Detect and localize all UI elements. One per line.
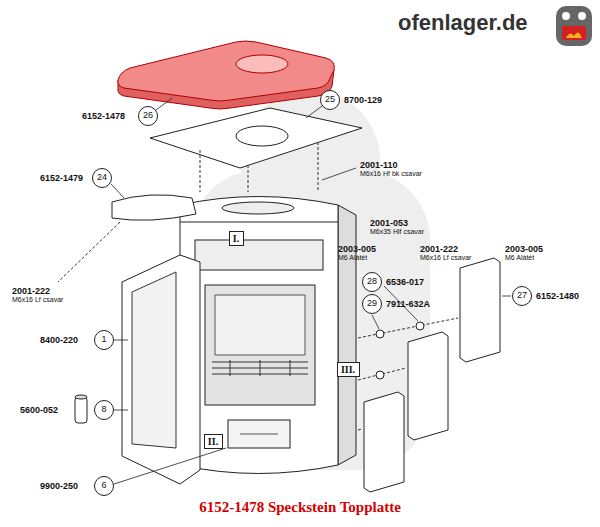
leader-line bbox=[114, 340, 128, 341]
cover-plate-hole bbox=[236, 126, 288, 146]
callout-circle: 25 bbox=[320, 90, 340, 110]
view-marker: II. bbox=[208, 436, 218, 447]
logo-flame bbox=[566, 32, 582, 38]
ash-drawer bbox=[228, 420, 290, 448]
door bbox=[122, 255, 200, 484]
part-number: 2003-005 bbox=[338, 244, 376, 254]
callout-circle: 29 bbox=[362, 294, 382, 314]
leader-line bbox=[306, 106, 322, 118]
screw-axis bbox=[358, 368, 406, 380]
screw-axis bbox=[248, 165, 249, 192]
soapstone-slab bbox=[364, 392, 404, 492]
callout-number: 8 bbox=[101, 405, 106, 415]
stove-body bbox=[180, 197, 338, 474]
view-marker-box: II. bbox=[204, 434, 223, 449]
caption: 6152-1478 Speckstein Topplatte bbox=[0, 499, 600, 516]
door-handle-top bbox=[75, 395, 87, 399]
part-number: 6152-1479 bbox=[40, 173, 83, 183]
part-number: 5600-052 bbox=[20, 405, 58, 415]
leader-line bbox=[114, 448, 226, 484]
callout-number: 24 bbox=[97, 173, 107, 183]
part-number: 8700-129 bbox=[344, 95, 382, 105]
callout-circle: 1 bbox=[94, 330, 114, 350]
callout-circle: 28 bbox=[362, 272, 382, 292]
part-number: 6152-1478 bbox=[82, 111, 125, 121]
part-description: M6x16 Hf bk csavar bbox=[360, 170, 422, 177]
part-number: 7911-632A bbox=[386, 299, 430, 309]
view-marker: I. bbox=[233, 233, 239, 244]
door-glass bbox=[132, 272, 176, 448]
screw-axis bbox=[318, 142, 319, 192]
part-number: 2001-222 bbox=[12, 286, 50, 296]
part-number: 9900-250 bbox=[40, 481, 78, 491]
part-number: 2001-222 bbox=[420, 244, 458, 254]
part-description: M6x35 Hlf csavar bbox=[370, 228, 424, 235]
callout-number: 27 bbox=[517, 291, 527, 301]
callout-number: 28 bbox=[367, 277, 377, 287]
washer bbox=[416, 322, 424, 330]
part-description: M6x16 Lf csavar bbox=[12, 296, 63, 303]
callout-number: 26 bbox=[143, 111, 153, 121]
callout-circle: 6 bbox=[94, 476, 114, 496]
part-number: 2003-005 bbox=[505, 244, 543, 254]
drawer-handle bbox=[240, 434, 278, 435]
view-marker-box: III. bbox=[337, 362, 360, 377]
callout-number: 29 bbox=[367, 299, 377, 309]
upper-compartment bbox=[195, 240, 323, 270]
soapstone-slab bbox=[408, 332, 448, 440]
callout-number: 6 bbox=[101, 481, 106, 491]
grate bbox=[212, 360, 308, 376]
firebox bbox=[205, 285, 315, 405]
leader-line bbox=[502, 296, 511, 297]
part-number: 2001-053 bbox=[370, 218, 408, 228]
screw-axis bbox=[358, 429, 362, 430]
leader-line bbox=[111, 184, 124, 198]
logo-eye bbox=[578, 12, 586, 20]
part-description: M6 Alátét bbox=[505, 254, 534, 261]
part-number: 6536-017 bbox=[386, 277, 424, 287]
part-description: M6 Alátét bbox=[338, 254, 367, 261]
soapstone-slab bbox=[460, 258, 500, 362]
top-plate bbox=[118, 41, 334, 101]
cover-plate bbox=[150, 108, 362, 168]
callout-circle: 8 bbox=[94, 400, 114, 420]
washer bbox=[376, 330, 384, 338]
callout-circle: 24 bbox=[92, 168, 112, 188]
part-number: 6152-1480 bbox=[536, 291, 579, 301]
part-number: 8400-220 bbox=[40, 335, 78, 345]
body-line bbox=[180, 222, 338, 223]
screw-axis bbox=[358, 318, 458, 338]
leader-line bbox=[114, 410, 128, 411]
logo-icon bbox=[556, 6, 592, 46]
screw-axis bbox=[200, 150, 201, 192]
washer bbox=[376, 371, 384, 379]
logo-text: ofenlager.de bbox=[398, 10, 528, 36]
firebox-back bbox=[215, 295, 305, 355]
part-description: M6x16 Lf csavar bbox=[420, 254, 471, 261]
flue-opening bbox=[222, 202, 294, 214]
callout-number: 25 bbox=[325, 95, 335, 105]
part-number: 2001-110 bbox=[360, 160, 398, 170]
view-marker: III. bbox=[341, 364, 355, 375]
callout-circle: 26 bbox=[138, 106, 158, 126]
side-shelf bbox=[112, 195, 196, 220]
leader-line bbox=[322, 168, 356, 180]
callout-circle: 27 bbox=[512, 286, 532, 306]
door-handle bbox=[75, 397, 87, 423]
screw-axis bbox=[58, 222, 120, 282]
logo-head bbox=[556, 6, 592, 46]
leader-line bbox=[372, 315, 379, 329]
logo-eye bbox=[562, 12, 570, 20]
leader-line bbox=[156, 98, 172, 110]
logo-fire bbox=[562, 26, 586, 40]
top-plate-hole bbox=[236, 55, 288, 73]
callout-number: 1 bbox=[101, 335, 106, 345]
view-marker-box: I. bbox=[229, 231, 244, 246]
